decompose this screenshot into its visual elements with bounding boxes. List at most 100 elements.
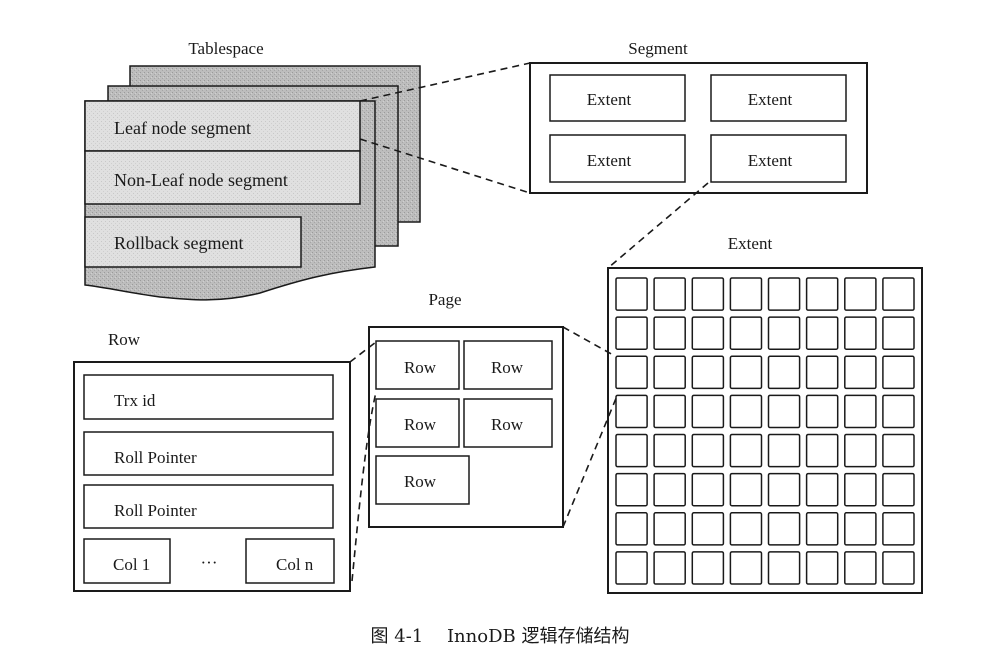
trx-id-label: Trx id (114, 391, 156, 410)
page-row-label: Row (404, 472, 437, 491)
page-row-box (375, 455, 470, 505)
extent-page-cell (615, 355, 648, 390)
extent-page-cell (653, 394, 686, 429)
extent-page-cell (691, 316, 725, 350)
extent-page-cell (729, 433, 763, 468)
page-row-label: Row (491, 358, 524, 377)
page-row-label: Row (404, 415, 437, 434)
leaf-node-segment-box (84, 100, 361, 152)
figure-caption: 图 4-1 InnoDB 逻辑存储结构 (371, 626, 630, 647)
extent-page-cell (805, 551, 839, 585)
connector-page-to-extent-top (562, 326, 616, 357)
extent-page-cell (653, 316, 686, 350)
row-title: Row (108, 330, 141, 349)
extent-page-cell (653, 512, 686, 546)
extent-page-cell (615, 394, 648, 429)
extent-page-cell (844, 472, 877, 507)
rollback-segment-box (84, 216, 302, 268)
extent-page-cell (615, 277, 648, 311)
extent-page-cell (653, 433, 686, 468)
extent-page-cell (653, 355, 686, 390)
extent-page-cell (767, 512, 801, 546)
extent-page-cell (729, 355, 763, 390)
extent-page-cell (767, 316, 801, 350)
segment-group: Segment Extent Extent Extent Extent (529, 39, 868, 194)
extent-page-grid (615, 277, 915, 585)
page-row-box (375, 398, 460, 448)
leaf-node-segment-label: Leaf node segment (114, 118, 251, 138)
extent-page-cell (844, 355, 877, 390)
extent-page-cell (691, 277, 725, 311)
extent-page-cell (729, 277, 763, 311)
extent-page-cell (805, 472, 839, 507)
extent-page-cell (882, 512, 915, 546)
extent-page-cell (844, 277, 877, 311)
extent-page-cell (767, 394, 801, 429)
extent-title: Extent (728, 234, 773, 253)
col-n-label: Col n (276, 555, 314, 574)
extent-page-cell (882, 316, 915, 350)
extent-page-cell (805, 433, 839, 468)
extent-page-cell (805, 277, 839, 311)
extent-page-cell (767, 355, 801, 390)
extent-page-cell (805, 355, 839, 390)
page-row-label: Row (404, 358, 437, 377)
connector-row-to-page-bottom (351, 391, 377, 582)
extent-page-cell (729, 551, 763, 585)
trx-id-field (83, 374, 334, 420)
extent-page-cell (615, 433, 648, 468)
segment-extent-box (549, 74, 686, 122)
segment-extent-box (710, 74, 847, 122)
page-title: Page (428, 290, 461, 309)
extent-page-cell (805, 394, 839, 429)
extent-page-cell (729, 316, 763, 350)
extent-page-cell (882, 551, 915, 585)
segment-title: Segment (628, 39, 688, 58)
extent-page-cell (653, 277, 686, 311)
extent-page-cell (729, 472, 763, 507)
col-n-field (245, 538, 335, 584)
roll-pointer-label: Roll Pointer (114, 448, 197, 467)
connector-row-to-page-top (349, 341, 377, 363)
roll-pointer-field (83, 484, 334, 529)
segment-extent-box (549, 134, 686, 183)
col-ellipsis: ··· (201, 553, 218, 572)
extent-page-cell (653, 551, 686, 585)
extent-page-cell (615, 316, 648, 350)
extent-page-cell (767, 433, 801, 468)
extent-page-cell (615, 512, 648, 546)
non-leaf-node-segment-box (84, 150, 361, 205)
extent-page-cell (691, 512, 725, 546)
segment-extent-label: Extent (748, 90, 793, 109)
segment-extent-label: Extent (587, 90, 632, 109)
extent-page-cell (767, 277, 801, 311)
extent-page-cell (691, 472, 725, 507)
extent-page-cell (729, 512, 763, 546)
segment-extent-label: Extent (587, 151, 632, 170)
col-1-field (83, 538, 171, 584)
extent-page-cell (805, 512, 839, 546)
non-leaf-node-segment-label: Non-Leaf node segment (114, 170, 288, 190)
extent-page-cell (691, 433, 725, 468)
extent-page-cell (805, 316, 839, 350)
extent-page-cell (882, 394, 915, 429)
roll-pointer-field (83, 431, 334, 476)
extent-page-cell (691, 551, 725, 585)
extent-page-cell (653, 472, 686, 507)
extent-page-cell (844, 394, 877, 429)
extent-page-cell (767, 472, 801, 507)
extent-page-cell (882, 277, 915, 311)
extent-page-cell (844, 512, 877, 546)
page-row-box (463, 398, 553, 448)
extent-page-cell (882, 355, 915, 390)
extent-page-cell (615, 472, 648, 507)
segment-extent-box (710, 134, 847, 183)
extent-page-cell (882, 433, 915, 468)
extent-page-cell (844, 433, 877, 468)
page-row-box (375, 340, 460, 390)
extent-page-cell (691, 355, 725, 390)
connector-leaf-to-segment-top (359, 62, 531, 102)
rollback-segment-label: Rollback segment (114, 233, 243, 253)
extent-group: Extent (607, 234, 923, 594)
